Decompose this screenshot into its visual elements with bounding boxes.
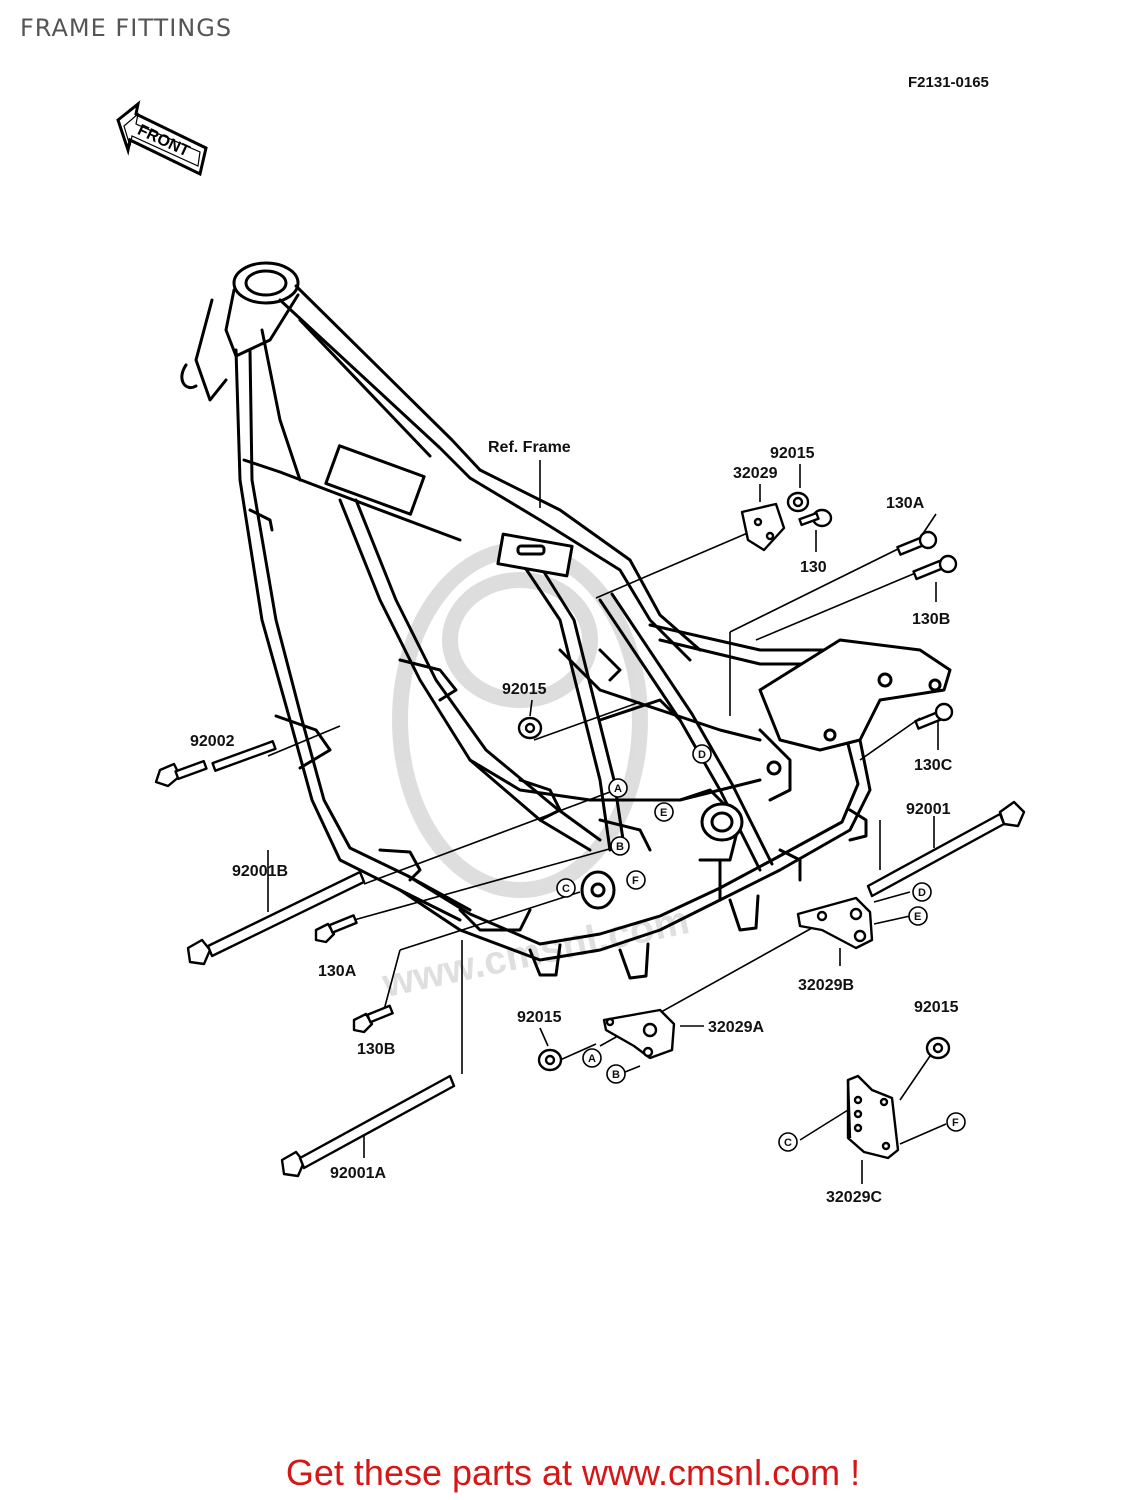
- bolt-92001B-part: [186, 870, 366, 966]
- marker-e-bracket: E: [908, 906, 928, 926]
- marker-a-frame: A: [608, 778, 628, 798]
- nut-92015-low-part: [537, 1048, 563, 1072]
- bracket-32029A-part: [602, 1008, 676, 1060]
- nut-92015-top-part: [786, 491, 810, 513]
- nut-92015-mid-part: [517, 716, 543, 740]
- bracket-32029-part: [740, 502, 786, 552]
- motorcycle-frame: [180, 261, 952, 980]
- nut-92015-right-part: [925, 1036, 951, 1060]
- label-130C: 130C: [914, 757, 953, 774]
- svg-text:A: A: [588, 1053, 596, 1065]
- label-130B-right: 130B: [912, 611, 950, 628]
- label-92015-mid: 92015: [502, 681, 547, 698]
- marker-b-bracket: B: [606, 1064, 626, 1084]
- label-92015-low: 92015: [517, 1009, 562, 1026]
- bolt-130B-right-part: [912, 554, 958, 581]
- label-92001A: 92001A: [330, 1165, 386, 1182]
- marker-e-frame: E: [654, 802, 674, 822]
- svg-text:B: B: [616, 841, 624, 853]
- marker-d-frame: D: [692, 744, 712, 764]
- bolt-92002-part: [154, 740, 277, 788]
- marker-c-bracket: C: [778, 1132, 798, 1152]
- front-arrow-icon: FRONT: [116, 100, 208, 177]
- label-32029B: 32029B: [798, 977, 854, 994]
- label-32029A: 32029A: [708, 1019, 764, 1036]
- marker-c-frame: C: [556, 878, 576, 898]
- bolt-92001A-part: [280, 1074, 456, 1178]
- bolt-130B-left-part: [352, 1004, 394, 1034]
- label-130B-left: 130B: [357, 1041, 395, 1058]
- part-labels: Ref. Frame 92015 32029 130 130A 130B 130…: [190, 439, 959, 1206]
- label-92001B: 92001B: [232, 863, 288, 880]
- label-130: 130: [800, 559, 827, 576]
- bolt-130-part: [798, 508, 833, 528]
- svg-text:D: D: [698, 749, 706, 761]
- diagram-code: F2131-0165: [908, 74, 989, 91]
- bolt-130A-right-part: [896, 530, 938, 556]
- marker-b-frame: B: [610, 836, 630, 856]
- bracket-32029B-part: [796, 896, 874, 950]
- marker-f-frame: F: [626, 870, 646, 890]
- bolt-130A-left-part: [314, 914, 358, 944]
- label-92015-top: 92015: [770, 445, 815, 462]
- marker-f-bracket: F: [946, 1112, 966, 1132]
- label-32029: 32029: [733, 465, 778, 482]
- page-title: FRAME FITTINGS: [20, 14, 233, 42]
- svg-text:D: D: [918, 887, 926, 899]
- label-130A-right: 130A: [886, 495, 925, 512]
- label-92002: 92002: [190, 733, 235, 750]
- leader-lines: [267, 460, 947, 1184]
- label-92015-right: 92015: [914, 999, 959, 1016]
- marker-d-bracket: D: [912, 882, 932, 902]
- marker-a-bracket: A: [582, 1048, 602, 1068]
- bracket-32029C-part: [846, 1074, 900, 1160]
- svg-text:A: A: [614, 783, 622, 795]
- bolt-130C-part: [914, 702, 954, 730]
- svg-text:F: F: [952, 1117, 959, 1129]
- label-32029C: 32029C: [826, 1189, 882, 1206]
- label-ref-frame: Ref. Frame: [488, 439, 571, 456]
- watermark-text: www.cmsnl.com: [378, 898, 693, 1006]
- label-130A-left: 130A: [318, 963, 357, 980]
- parts: [154, 491, 1026, 1178]
- svg-text:F: F: [632, 875, 639, 887]
- bolt-92001-part: [866, 800, 1026, 898]
- svg-text:B: B: [612, 1069, 620, 1081]
- svg-text:E: E: [660, 807, 667, 819]
- promo-link[interactable]: Get these parts at www.cmsnl.com !: [285, 1452, 861, 1493]
- svg-text:C: C: [562, 883, 570, 895]
- svg-text:C: C: [784, 1137, 792, 1149]
- label-92001: 92001: [906, 801, 951, 818]
- reference-markers: A B C D E F D E A B C F: [556, 744, 966, 1152]
- svg-text:E: E: [914, 911, 921, 923]
